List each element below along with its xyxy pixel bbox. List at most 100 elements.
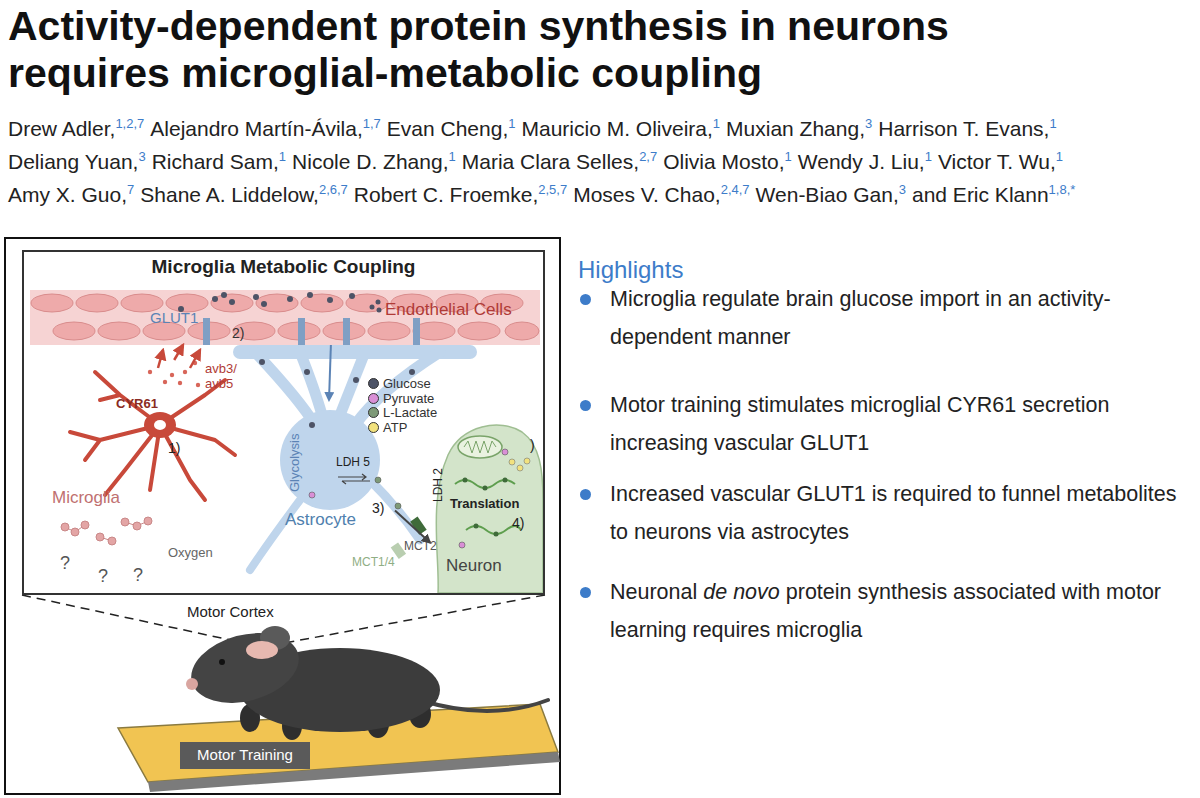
author-name: Drew Adler, bbox=[8, 117, 115, 140]
affiliation-number: 1 bbox=[1049, 116, 1056, 131]
author-name: Richard Sam, bbox=[152, 150, 279, 173]
title: Activity-dependent protein synthesis in … bbox=[8, 3, 1108, 97]
blood-vessel bbox=[301, 294, 343, 312]
astrocyte-shape bbox=[280, 410, 380, 510]
reaction-arrow bbox=[338, 474, 370, 484]
highlight-item: Increased vascular GLUT1 is required to … bbox=[610, 475, 1195, 551]
highlight-item: Motor training stimulates microglial CYR… bbox=[610, 386, 1195, 462]
blood-vessel bbox=[31, 294, 539, 340]
zoom-lines bbox=[22, 595, 258, 646]
neuron-shape bbox=[494, 532, 499, 537]
annotation-label: ? bbox=[98, 566, 108, 587]
author-name: Robert C. Froemke, bbox=[354, 183, 538, 206]
legend-row: Pyruvate bbox=[368, 391, 434, 405]
node-text: Microglia Metabolic Coupling bbox=[24, 256, 543, 278]
microglia-shape bbox=[154, 420, 166, 430]
glucose-dot bbox=[287, 296, 293, 302]
legend-text: ATP bbox=[383, 420, 407, 435]
metabolite-dot bbox=[409, 369, 415, 375]
glucose-dot bbox=[376, 300, 381, 305]
bullet-dot bbox=[580, 294, 591, 305]
legend-swatch bbox=[368, 422, 379, 433]
author-name: Amy X. Guo, bbox=[8, 183, 127, 206]
glucose-dot bbox=[261, 301, 267, 307]
node-text: 4) bbox=[512, 515, 524, 531]
oxygen-molecule bbox=[61, 523, 69, 531]
neuron-shape bbox=[458, 436, 502, 458]
cyr61-dot bbox=[148, 370, 152, 374]
neuron-shape bbox=[436, 425, 543, 593]
node-text: Glycolysis bbox=[288, 433, 303, 492]
node-text: Motor Training bbox=[180, 746, 310, 763]
astrocyte-shape bbox=[240, 352, 470, 570]
affiliation-number: 2,6,7 bbox=[319, 182, 348, 197]
node-text: Astrocyte bbox=[285, 510, 356, 530]
flow-arrow bbox=[174, 345, 183, 360]
legend-text: Glucose bbox=[383, 376, 431, 391]
affiliation-number: 3 bbox=[138, 149, 145, 164]
cyr61-dot bbox=[170, 373, 174, 377]
author-name: Victor T. Wu, bbox=[938, 150, 1056, 173]
node-text: Neuron bbox=[446, 556, 502, 576]
neuron-cell: )LDH 2Translation4)Neuron bbox=[430, 425, 543, 593]
node-text: CYR61 bbox=[116, 397, 158, 412]
neuron-shape bbox=[474, 524, 479, 529]
author-name: Mauricio M. Oliveira, bbox=[521, 117, 712, 140]
annotation-label: MCT2 bbox=[404, 540, 437, 554]
affiliation-number: 2,4,7 bbox=[721, 182, 750, 197]
neuron-shape bbox=[509, 459, 515, 465]
microglia-shape bbox=[144, 412, 176, 438]
affiliation-number: 1 bbox=[925, 149, 932, 164]
oxygen-molecule bbox=[61, 517, 152, 545]
author-name: and Eric Klann bbox=[912, 183, 1049, 206]
blood-vessel bbox=[256, 294, 298, 312]
mouse bbox=[246, 641, 278, 659]
cyr61-dot bbox=[178, 381, 182, 385]
affiliation-number: 1 bbox=[508, 116, 515, 131]
node-text: GLUT1 bbox=[150, 309, 198, 326]
affiliation-number: 1 bbox=[279, 149, 286, 164]
astrocyte-shape bbox=[370, 480, 420, 540]
blood-vessel bbox=[505, 322, 539, 340]
glucose-dot bbox=[307, 292, 313, 298]
neuron-shape bbox=[459, 542, 465, 548]
author-name: Nicole D. Zhang, bbox=[292, 150, 448, 173]
mouse bbox=[183, 622, 548, 740]
astrocyte-shape bbox=[340, 352, 365, 415]
metabolite-dot bbox=[304, 369, 310, 375]
author-name: Evan Cheng, bbox=[387, 117, 508, 140]
affiliation-number: 1 bbox=[713, 116, 720, 131]
affiliation-number: 1 bbox=[1056, 149, 1063, 164]
author-name: Harrison T. Evans, bbox=[878, 117, 1049, 140]
legend-swatch bbox=[368, 393, 379, 404]
metabolite-dot bbox=[353, 377, 359, 383]
affiliation-number: 1 bbox=[785, 149, 792, 164]
author-name: Olivia Mosto, bbox=[663, 150, 784, 173]
annotation-label: Motor Cortex bbox=[187, 603, 274, 620]
endothelium-band: GLUT12)Endothelial Cells bbox=[30, 290, 540, 345]
glucose-dot bbox=[327, 297, 333, 303]
highlight-text: Increased vascular GLUT1 is required to … bbox=[610, 482, 1176, 544]
cyr61-dot bbox=[196, 383, 200, 387]
metabolite-dot bbox=[309, 422, 315, 428]
blood-vessel bbox=[30, 290, 540, 345]
oxygen-molecule bbox=[71, 528, 79, 536]
legend-text: Pyruvate bbox=[383, 391, 434, 406]
cyr61-arrow bbox=[158, 350, 163, 368]
oxygen-molecule bbox=[81, 521, 89, 529]
cyr61-arrow bbox=[158, 350, 200, 368]
node-text: LDH 2 bbox=[432, 468, 446, 502]
affiliation-number: 1,2,7 bbox=[115, 116, 144, 131]
glucose-dot bbox=[221, 292, 227, 298]
astrocyte-shape bbox=[300, 352, 322, 415]
neuron-shape bbox=[463, 478, 468, 483]
affiliation-number: 3 bbox=[899, 182, 906, 197]
author-list: Drew Adler,1,2,7Alejandro Martín-Ávila,1… bbox=[8, 112, 1198, 211]
blood-vessel bbox=[31, 294, 73, 312]
oxygen-molecule bbox=[108, 537, 116, 545]
cyr61-dot bbox=[163, 380, 167, 384]
blood-vessel bbox=[98, 322, 140, 340]
neuron-shape bbox=[464, 441, 496, 453]
node-text: 1) bbox=[168, 440, 180, 456]
